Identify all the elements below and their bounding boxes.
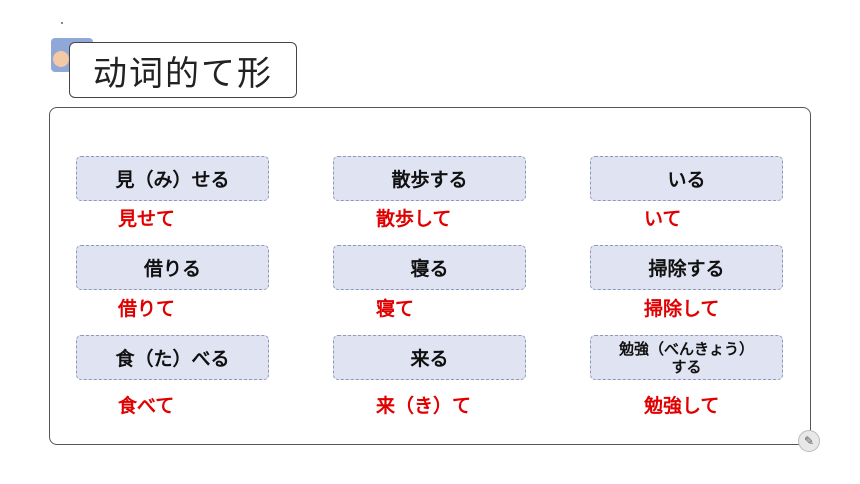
verb-card: 見（み）せる <box>76 156 269 201</box>
verb-card: 借りる <box>76 245 269 290</box>
verb-card: 来る <box>333 335 526 380</box>
verb-card: いる <box>590 156 783 201</box>
te-form-answer: 食べて <box>118 395 175 417</box>
verb-card: 食（た）べる <box>76 335 269 380</box>
te-form-answer: いて <box>644 208 682 230</box>
verb-card: 寝る <box>333 245 526 290</box>
edit-note-icon[interactable]: ✎ <box>798 430 820 452</box>
te-form-answer: 寝て <box>376 298 415 320</box>
te-form-answer: 掃除して <box>644 298 720 320</box>
verb-card: 掃除する <box>590 245 783 290</box>
verb-card: 散歩する <box>333 156 526 201</box>
te-form-answer: 来（き）て <box>376 395 472 417</box>
te-form-answer: 勉強して <box>644 395 720 417</box>
verb-card: 勉強（べんきょう） する <box>590 335 783 380</box>
te-form-answer: 借りて <box>118 298 176 320</box>
decorative-dot <box>61 22 63 24</box>
te-form-answer: 散歩して <box>376 208 452 230</box>
te-form-answer: 見せて <box>118 208 176 230</box>
slide-title: 动词的て形 <box>69 42 297 98</box>
title-decoration-dot <box>53 51 69 67</box>
